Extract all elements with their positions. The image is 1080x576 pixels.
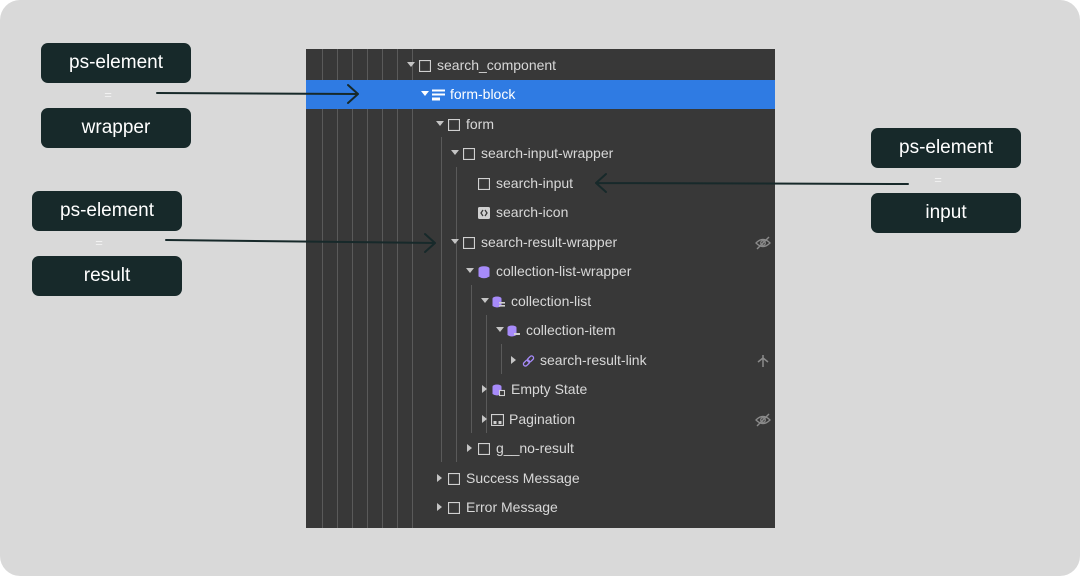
box-icon xyxy=(448,502,460,514)
navigator-row-label: Success Message xyxy=(466,470,580,486)
collection-list-icon xyxy=(492,296,505,308)
annotation-equals: = xyxy=(104,87,112,102)
navigator-row[interactable]: search-result-link xyxy=(306,346,775,375)
navigator-row-selected[interactable]: form-block xyxy=(306,80,775,109)
code-embed-icon xyxy=(478,207,490,219)
chevron-right-icon[interactable] xyxy=(467,444,472,452)
box-icon xyxy=(448,119,460,131)
navigator-row-label: search-input-wrapper xyxy=(481,145,614,161)
annotation-badge-attribute: ps-element xyxy=(32,191,182,231)
navigator-row-label: collection-list xyxy=(511,293,592,309)
navigator-row-label: search-result-wrapper xyxy=(481,234,618,250)
collection-item-icon xyxy=(507,325,520,337)
indent-guide xyxy=(456,167,457,256)
chevron-down-icon[interactable] xyxy=(451,239,459,244)
chevron-down-icon[interactable] xyxy=(421,91,429,96)
annotation-badge-attribute: ps-element xyxy=(41,43,191,83)
arrow-to-search-result-wrapper xyxy=(165,233,436,253)
chevron-right-icon[interactable] xyxy=(437,474,442,482)
navigator-row[interactable]: collection-list-wrapper xyxy=(306,257,775,286)
box-icon xyxy=(478,443,490,455)
database-icon xyxy=(478,266,490,279)
navigator-row-label: collection-item xyxy=(526,322,616,338)
navigator-row[interactable]: search-input xyxy=(306,169,775,198)
navigator-row-label: g__no-result xyxy=(496,440,574,456)
indent-guide xyxy=(441,137,442,462)
chevron-down-icon[interactable] xyxy=(436,121,444,126)
empty-state-icon xyxy=(492,384,505,397)
indent-guide xyxy=(322,49,323,528)
annotation-badge-value: result xyxy=(32,256,182,296)
annotation-equals: = xyxy=(95,235,103,250)
navigator-row[interactable]: form xyxy=(306,110,775,139)
chevron-down-icon[interactable] xyxy=(407,62,415,67)
chevron-right-icon[interactable] xyxy=(511,356,516,364)
eye-off-icon[interactable] xyxy=(755,235,771,251)
chevron-down-icon[interactable] xyxy=(496,327,504,332)
navigator-row[interactable]: Success Message xyxy=(306,464,775,493)
navigator-row-label: search-icon xyxy=(496,204,569,220)
chevron-right-icon[interactable] xyxy=(482,385,487,393)
navigator-row-label: search_component xyxy=(437,57,557,73)
link-icon xyxy=(522,355,535,367)
chevron-down-icon[interactable] xyxy=(466,268,474,273)
navigator-row[interactable]: Empty State xyxy=(306,375,775,404)
navigator-row-label: form xyxy=(466,116,494,132)
navigator-row[interactable]: search-icon xyxy=(306,198,775,227)
navigator-row[interactable]: Pagination xyxy=(306,405,775,434)
indent-guide xyxy=(382,49,383,528)
chevron-down-icon[interactable] xyxy=(481,298,489,303)
box-icon xyxy=(463,148,475,160)
box-icon xyxy=(419,60,431,72)
navigator-panel: search_component form-block form search-… xyxy=(306,49,775,528)
annotation-badge-value: wrapper xyxy=(41,108,191,148)
arrow-to-form-block xyxy=(156,84,359,104)
arrow-to-search-input xyxy=(595,173,909,193)
indent-guide xyxy=(352,49,353,528)
navigator-row-label: Pagination xyxy=(509,411,576,427)
pin-icon[interactable] xyxy=(755,353,771,369)
navigator-row[interactable]: search-input-wrapper xyxy=(306,139,775,168)
navigator-row-label: search-result-link xyxy=(540,352,647,368)
navigator-row[interactable]: Error Message xyxy=(306,493,775,522)
pagination-icon xyxy=(491,414,504,426)
chevron-right-icon[interactable] xyxy=(482,415,487,423)
navigator-row[interactable]: search_component xyxy=(306,51,775,80)
navigator-row-label: collection-list-wrapper xyxy=(496,263,632,279)
navigator-row-label: Error Message xyxy=(466,499,558,515)
indent-guide xyxy=(456,256,457,462)
navigator-row[interactable]: collection-item xyxy=(306,316,775,345)
annotation-badge-value: input xyxy=(871,193,1021,233)
chevron-right-icon[interactable] xyxy=(437,503,442,511)
eye-off-icon[interactable] xyxy=(755,412,771,428)
navigator-row[interactable]: collection-list xyxy=(306,287,775,316)
indent-guide xyxy=(471,285,472,433)
form-block-icon xyxy=(432,89,445,101)
indent-guide xyxy=(397,49,398,528)
indent-guide xyxy=(412,49,413,528)
box-icon xyxy=(478,178,490,190)
navigator-row-label: Empty State xyxy=(511,381,588,397)
navigator-row[interactable]: g__no-result xyxy=(306,434,775,463)
indent-guide xyxy=(501,344,502,374)
indent-guide xyxy=(486,315,487,433)
annotation-equals: = xyxy=(934,172,942,187)
navigator-row[interactable]: search-result-wrapper xyxy=(306,228,775,257)
box-icon xyxy=(448,473,460,485)
navigator-row-label: form-block xyxy=(450,86,516,102)
indent-guide xyxy=(367,49,368,528)
indent-guide xyxy=(337,49,338,528)
annotation-badge-attribute: ps-element xyxy=(871,128,1021,168)
chevron-down-icon[interactable] xyxy=(451,150,459,155)
navigator-row-label: search-input xyxy=(496,175,574,191)
box-icon xyxy=(463,237,475,249)
